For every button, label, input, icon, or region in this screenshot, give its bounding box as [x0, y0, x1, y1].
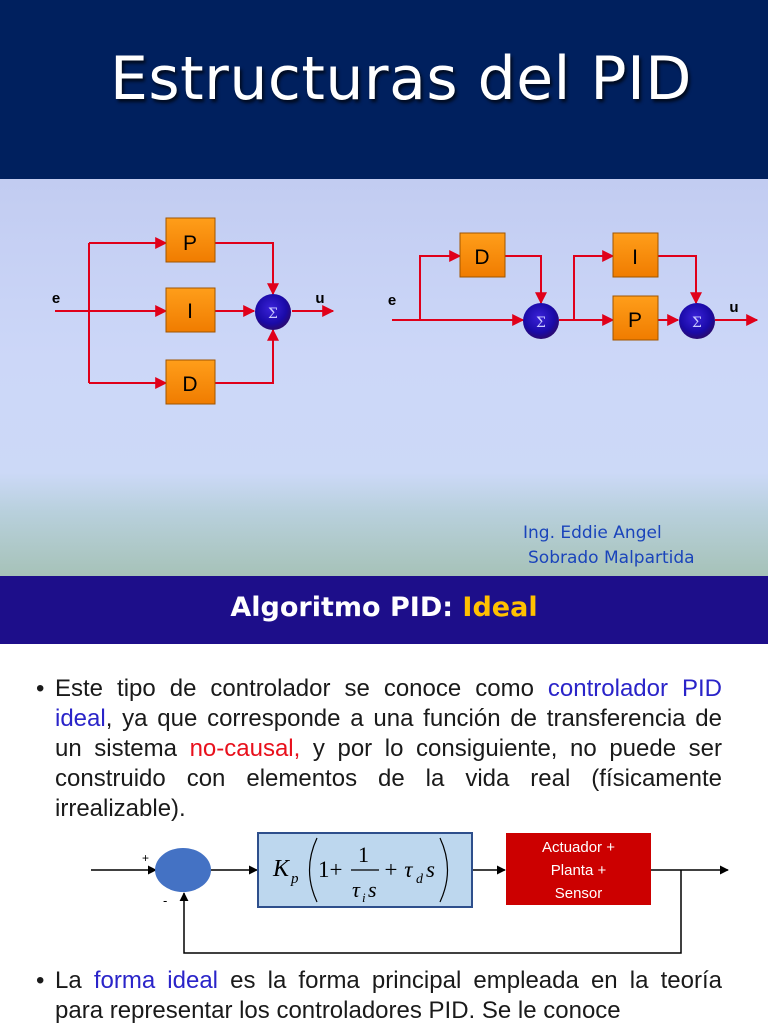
- block-i-series: [612, 232, 659, 278]
- loop-lines: [91, 865, 729, 954]
- sum-symbol-1: Σ: [536, 315, 546, 331]
- slide2-title-prefix: Algoritmo PID:: [230, 592, 463, 623]
- series-pid-diagram: [392, 250, 759, 326]
- formula-kp-sub: p: [290, 871, 299, 887]
- comparator-circle: [155, 848, 211, 892]
- bullet1-text-2: , ya que corresponde a una función de tr…: [55, 705, 722, 762]
- formula-tau-i: τ: [352, 877, 361, 902]
- formula-s-2: s: [426, 857, 435, 882]
- input-label-e-series: e: [388, 292, 396, 309]
- bullet2-forma-ideal: forma ideal: [93, 967, 219, 994]
- block-i: [165, 287, 216, 333]
- plant-line-3: Sensor: [554, 885, 603, 902]
- plant-line-2: Planta +: [550, 862, 607, 879]
- slide-title: Estructuras del PID: [109, 44, 693, 114]
- formula-tau-d-sub: d: [416, 872, 424, 887]
- author-line-2: Sobrado Malpartida: [528, 548, 695, 568]
- output-label-u-series: u: [729, 299, 738, 316]
- formula-kp: K: [272, 856, 291, 882]
- slide2-title: Algoritmo PID: Ideal: [0, 592, 768, 623]
- slide2-title-highlight: Ideal: [462, 592, 538, 623]
- block-d-series: [459, 232, 506, 278]
- bullet1-link-pid-ideal: controlador PID ideal: [55, 675, 722, 732]
- bullet-dot-2: •: [36, 967, 45, 994]
- summing-junction-1: [523, 303, 559, 339]
- block-d: [165, 359, 216, 405]
- bullet-paragraph-2: • La forma ideal es la forma principal e…: [36, 966, 722, 1026]
- bullet1-no-causal: no-causal,: [189, 735, 301, 762]
- sum-symbol-2: Σ: [692, 315, 702, 331]
- parallel-blocks: P I D Σ e u: [52, 217, 325, 405]
- author-credit: Ing. Eddie Angel Sobrado Malpartida: [523, 521, 695, 571]
- output-label-u: u: [315, 290, 324, 307]
- bullet1-text-1: Este tipo de controlador se conoce como: [55, 675, 548, 702]
- series-blocks: D I P Σ Σ e u: [388, 232, 739, 341]
- block-p-series-label: P: [628, 309, 642, 332]
- summing-junction-2: [679, 303, 715, 339]
- pid-structure-diagrams: P I D Σ e u: [52, 217, 759, 405]
- block-i-series-label: I: [632, 246, 638, 269]
- plant-line-1: Actuador +: [542, 839, 615, 856]
- bullet1-text-3: y por lo consiguiente, no puede ser cons…: [55, 735, 722, 822]
- block-d-label: D: [182, 373, 197, 396]
- ideal-pid-control-loop: + - K p 1+ 1 τ i s + τ d s: [91, 832, 729, 954]
- diagram-area: P I D Σ e u: [0, 179, 768, 576]
- title-bar: [0, 0, 768, 179]
- bullet2-text-2: es la forma principal empleada en la teo…: [55, 967, 722, 1024]
- summing-junction: [255, 294, 291, 330]
- minus-sign: -: [163, 893, 167, 908]
- formula-numerator: 1: [358, 842, 369, 867]
- block-i-label: I: [187, 300, 193, 323]
- plus-sign: +: [142, 851, 149, 865]
- formula-one-plus: 1+: [318, 857, 342, 882]
- block-p-series: [612, 295, 659, 341]
- block-p: [165, 217, 216, 263]
- block-p-label: P: [183, 232, 197, 255]
- bullet2-text-1: La: [55, 967, 94, 994]
- formula-tau-i-sub: i: [362, 890, 366, 905]
- formula-plus-tau-d: + τ: [383, 857, 413, 882]
- input-label-e: e: [52, 290, 60, 307]
- controller-formula: K p 1+ 1 τ i s + τ d s: [272, 837, 449, 905]
- slide2-title-bar: [0, 576, 768, 644]
- block-d-series-label: D: [474, 246, 489, 269]
- bullet-dot: •: [36, 675, 45, 702]
- formula-s-1: s: [368, 877, 377, 902]
- parallel-pid-diagram: [55, 237, 335, 389]
- plant-block: Actuador + Planta + Sensor: [506, 833, 651, 905]
- author-line-1: Ing. Eddie Angel: [523, 523, 662, 543]
- slide-pid-structures: Estructuras del PID: [0, 0, 768, 576]
- bullet-paragraph-1: • Este tipo de controlador se conoce com…: [36, 674, 722, 824]
- sum-symbol: Σ: [268, 306, 278, 322]
